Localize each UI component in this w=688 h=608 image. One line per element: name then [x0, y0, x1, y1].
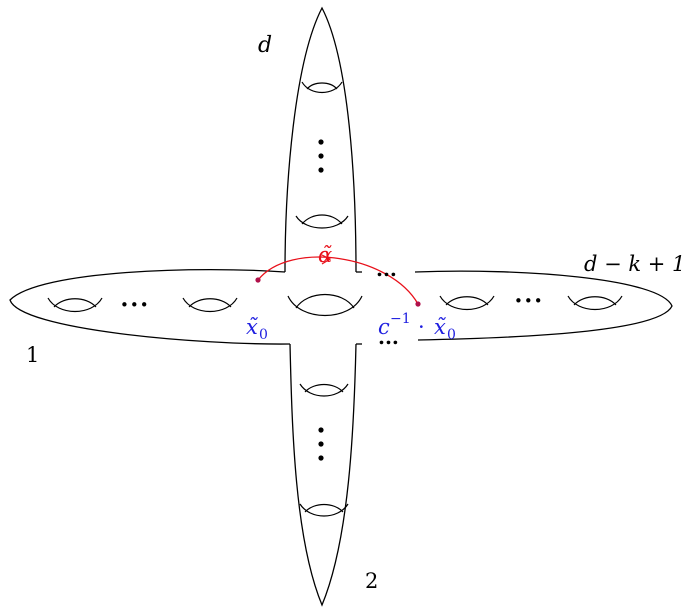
hole-bottom-1	[299, 383, 349, 397]
hole-right-2	[567, 295, 623, 310]
vdots	[318, 139, 324, 461]
vdot-bottom-1	[318, 427, 324, 433]
ellipsis-top: ...	[376, 257, 397, 281]
vdot-top-3	[318, 167, 324, 173]
hole-top-2	[295, 214, 349, 229]
ellipsis-h-left: •••	[120, 296, 150, 314]
alpha-arrowhead	[321, 254, 332, 265]
alpha-path	[257, 256, 419, 305]
hole-left-2	[182, 297, 238, 312]
label-d-minus-k-plus-1: d − k + 1	[584, 252, 685, 276]
label-d: d	[258, 33, 272, 58]
label-c: c	[378, 315, 390, 339]
c-x0-point	[415, 301, 421, 307]
hole-right-1	[439, 295, 495, 310]
left-arm-outline	[9, 268, 291, 345]
label-x0-right-sub: 0	[447, 327, 456, 343]
top-arm-outline	[284, 6, 357, 273]
right-arm-outline	[414, 270, 673, 341]
hole-top-1	[301, 81, 343, 94]
hole-center	[287, 294, 363, 316]
hole-bottom-2	[299, 503, 349, 517]
ellipsis-bottom: ...	[378, 325, 399, 349]
label-cdot: ·	[418, 315, 425, 339]
vdot-bottom-2	[318, 441, 324, 447]
ellipsis-h-right: •••	[514, 292, 544, 310]
label-x0: x̃ 0	[246, 315, 268, 343]
label-c-sup: −1	[390, 311, 411, 327]
label-1: 1	[26, 343, 39, 367]
vdot-bottom-3	[318, 455, 324, 461]
hole-left-1	[47, 297, 103, 312]
vdot-top-2	[318, 153, 324, 159]
holes	[47, 81, 623, 517]
label-x0-right: x̃	[434, 315, 446, 339]
label-2: 2	[365, 569, 378, 593]
vdot-top-1	[318, 139, 324, 145]
bottom-arm-outline	[289, 343, 357, 607]
label-alpha: α̃	[318, 243, 332, 267]
label-x0-sub: 0	[259, 327, 268, 343]
x0-point	[255, 277, 261, 283]
label-c-inverse-x0: c −1 · x̃ 0	[378, 311, 456, 343]
label-x0-main: x̃	[246, 315, 258, 339]
